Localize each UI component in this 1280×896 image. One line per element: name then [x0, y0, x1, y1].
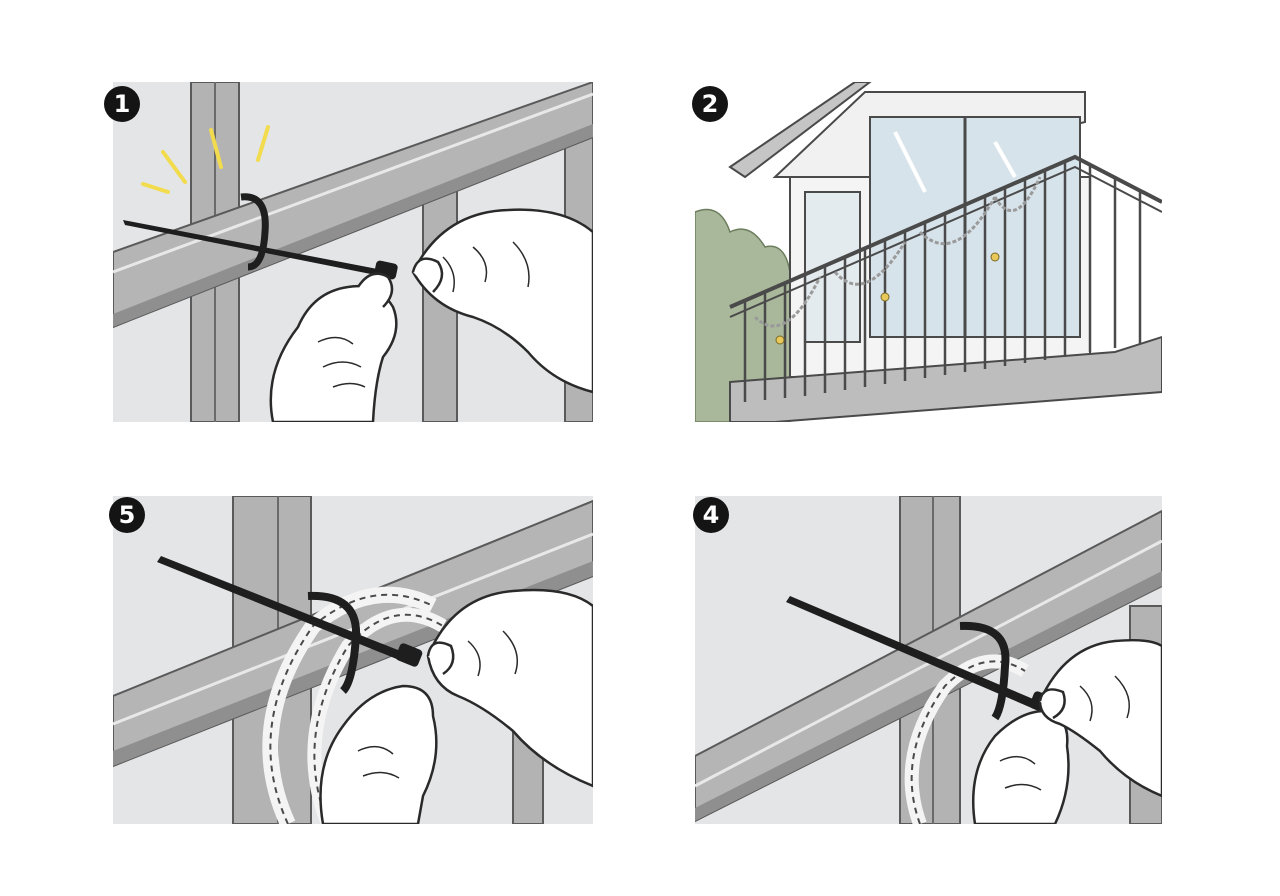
step-4-panel	[695, 496, 1162, 824]
step-number-badge: 5	[109, 497, 145, 533]
roof-eave	[728, 82, 872, 179]
step-5-panel	[113, 496, 593, 824]
step-number-badge: 2	[692, 86, 728, 122]
cable-tie-tail	[157, 556, 413, 664]
wrap-string-lights-illustration	[113, 496, 593, 824]
step-number-badge: 4	[693, 497, 729, 533]
light-bulbs	[775, 252, 1000, 345]
right-hand	[426, 588, 593, 788]
balcony-floor	[729, 335, 1162, 422]
tighten-tie-illustration	[113, 82, 593, 422]
cable-tie-tail	[123, 220, 393, 278]
balcony-overview-illustration	[695, 82, 1162, 422]
step-2-panel	[695, 82, 1162, 422]
step-1-panel	[113, 82, 593, 422]
spark-lines	[141, 125, 270, 194]
cable-tie-tail	[786, 596, 1045, 712]
left-hand	[319, 684, 438, 824]
right-hand	[411, 208, 593, 394]
cable-tie-loop	[959, 621, 1010, 721]
secure-cable-tie-illustration	[695, 496, 1162, 824]
right-hand	[1038, 638, 1162, 798]
railing-bar	[113, 82, 593, 329]
step-number-badge: 1	[104, 86, 140, 122]
railing-bar	[695, 509, 1162, 823]
string-lights	[753, 176, 1042, 328]
cable-tie-loop	[240, 193, 269, 271]
